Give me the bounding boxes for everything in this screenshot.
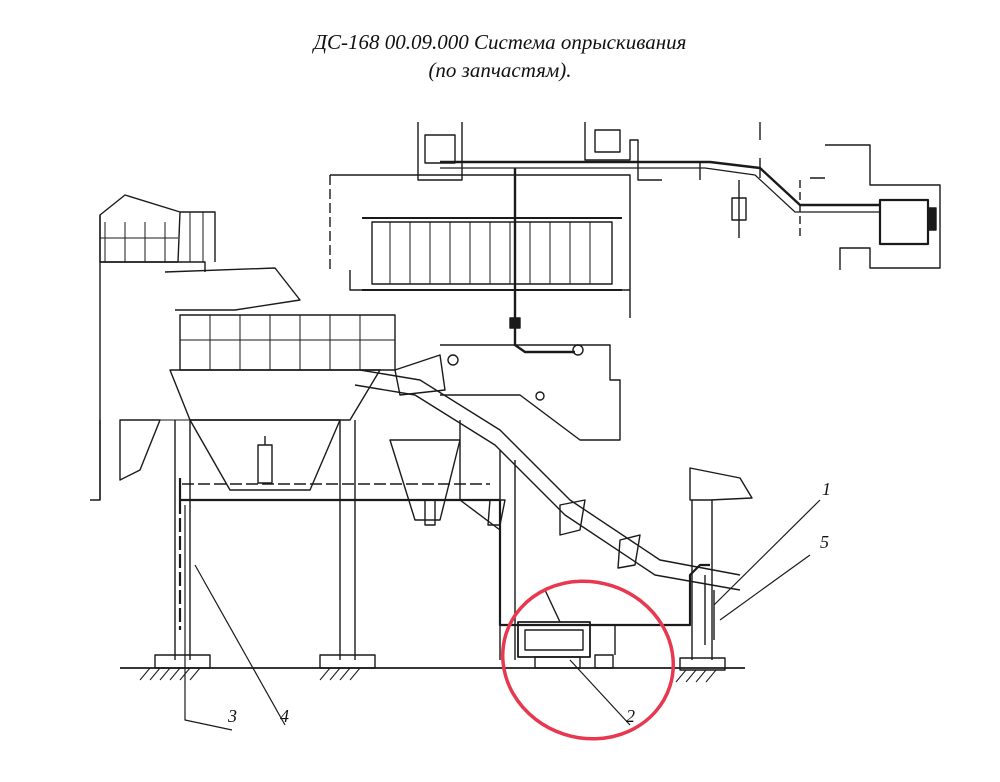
callout-label-2: 2 [626,706,635,726]
callout-label-1: 1 [822,479,831,499]
drawing-subtitle: (по запчастям). [428,58,572,82]
spray-piping [178,478,715,645]
pump-unit [517,589,616,669]
callout-label-5: 5 [820,532,829,552]
conveyor [354,354,741,660]
highlight-circle [500,579,676,741]
plan-view [329,122,941,441]
drawing-title: ДС-168 00.09.000 Система опрыскивания [313,30,687,54]
callout-label-3: 3 [227,706,237,726]
leader-lines [184,499,821,731]
callout-label-4: 4 [280,706,289,726]
right-tower [675,467,753,683]
